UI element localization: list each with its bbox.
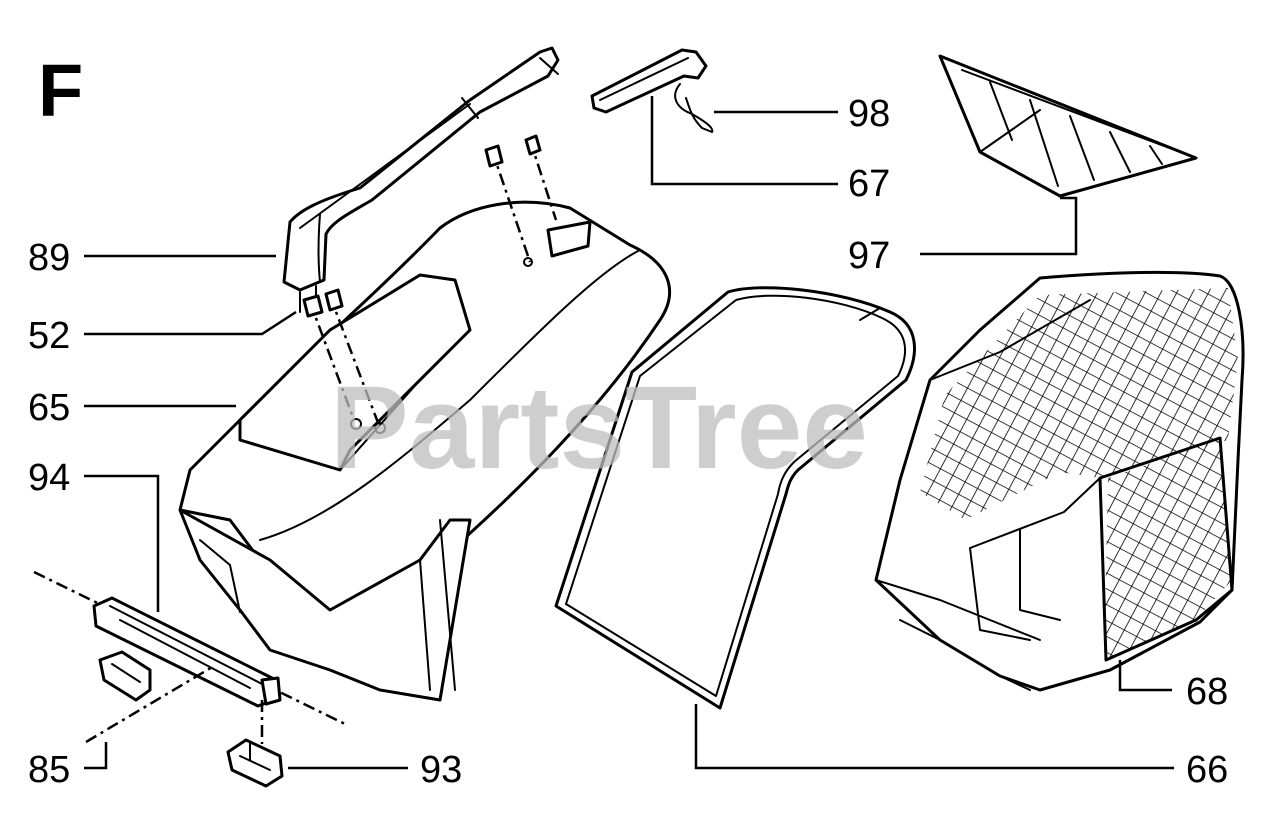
rear-bracket-part [33, 570, 346, 726]
callout-98: 98 [848, 93, 890, 135]
bolt-hardware [85, 134, 558, 744]
catcher-bag-part [874, 270, 1245, 692]
leader-68 [1118, 660, 1172, 692]
bag-top-shell-part [178, 200, 671, 702]
leader-lines [84, 96, 1174, 770]
callout-93: 93 [420, 749, 462, 791]
callout-89: 89 [28, 237, 70, 279]
hinge-bar-part [590, 48, 708, 114]
clip-part [226, 738, 284, 788]
callout-94: 94 [28, 457, 70, 499]
leader-94 [84, 474, 160, 612]
section-letter: F [38, 49, 83, 132]
bag-frame-part [554, 286, 916, 710]
callout-97: 97 [848, 235, 890, 277]
deflector-flap-part [938, 54, 1198, 198]
leader-67 [650, 96, 838, 186]
leader-66 [694, 704, 1174, 770]
callout-65: 65 [28, 387, 70, 429]
callout-66: 66 [1186, 749, 1228, 791]
leader-97 [920, 196, 1078, 256]
callout-67: 67 [848, 163, 890, 205]
callout-85: 85 [28, 749, 70, 791]
leader-52 [84, 310, 297, 336]
callout-52: 52 [28, 315, 70, 357]
leader-85 [84, 742, 108, 770]
callout-68: 68 [1186, 671, 1228, 713]
spring-clip-part [674, 83, 714, 133]
watermark: PartsTree [330, 362, 868, 494]
